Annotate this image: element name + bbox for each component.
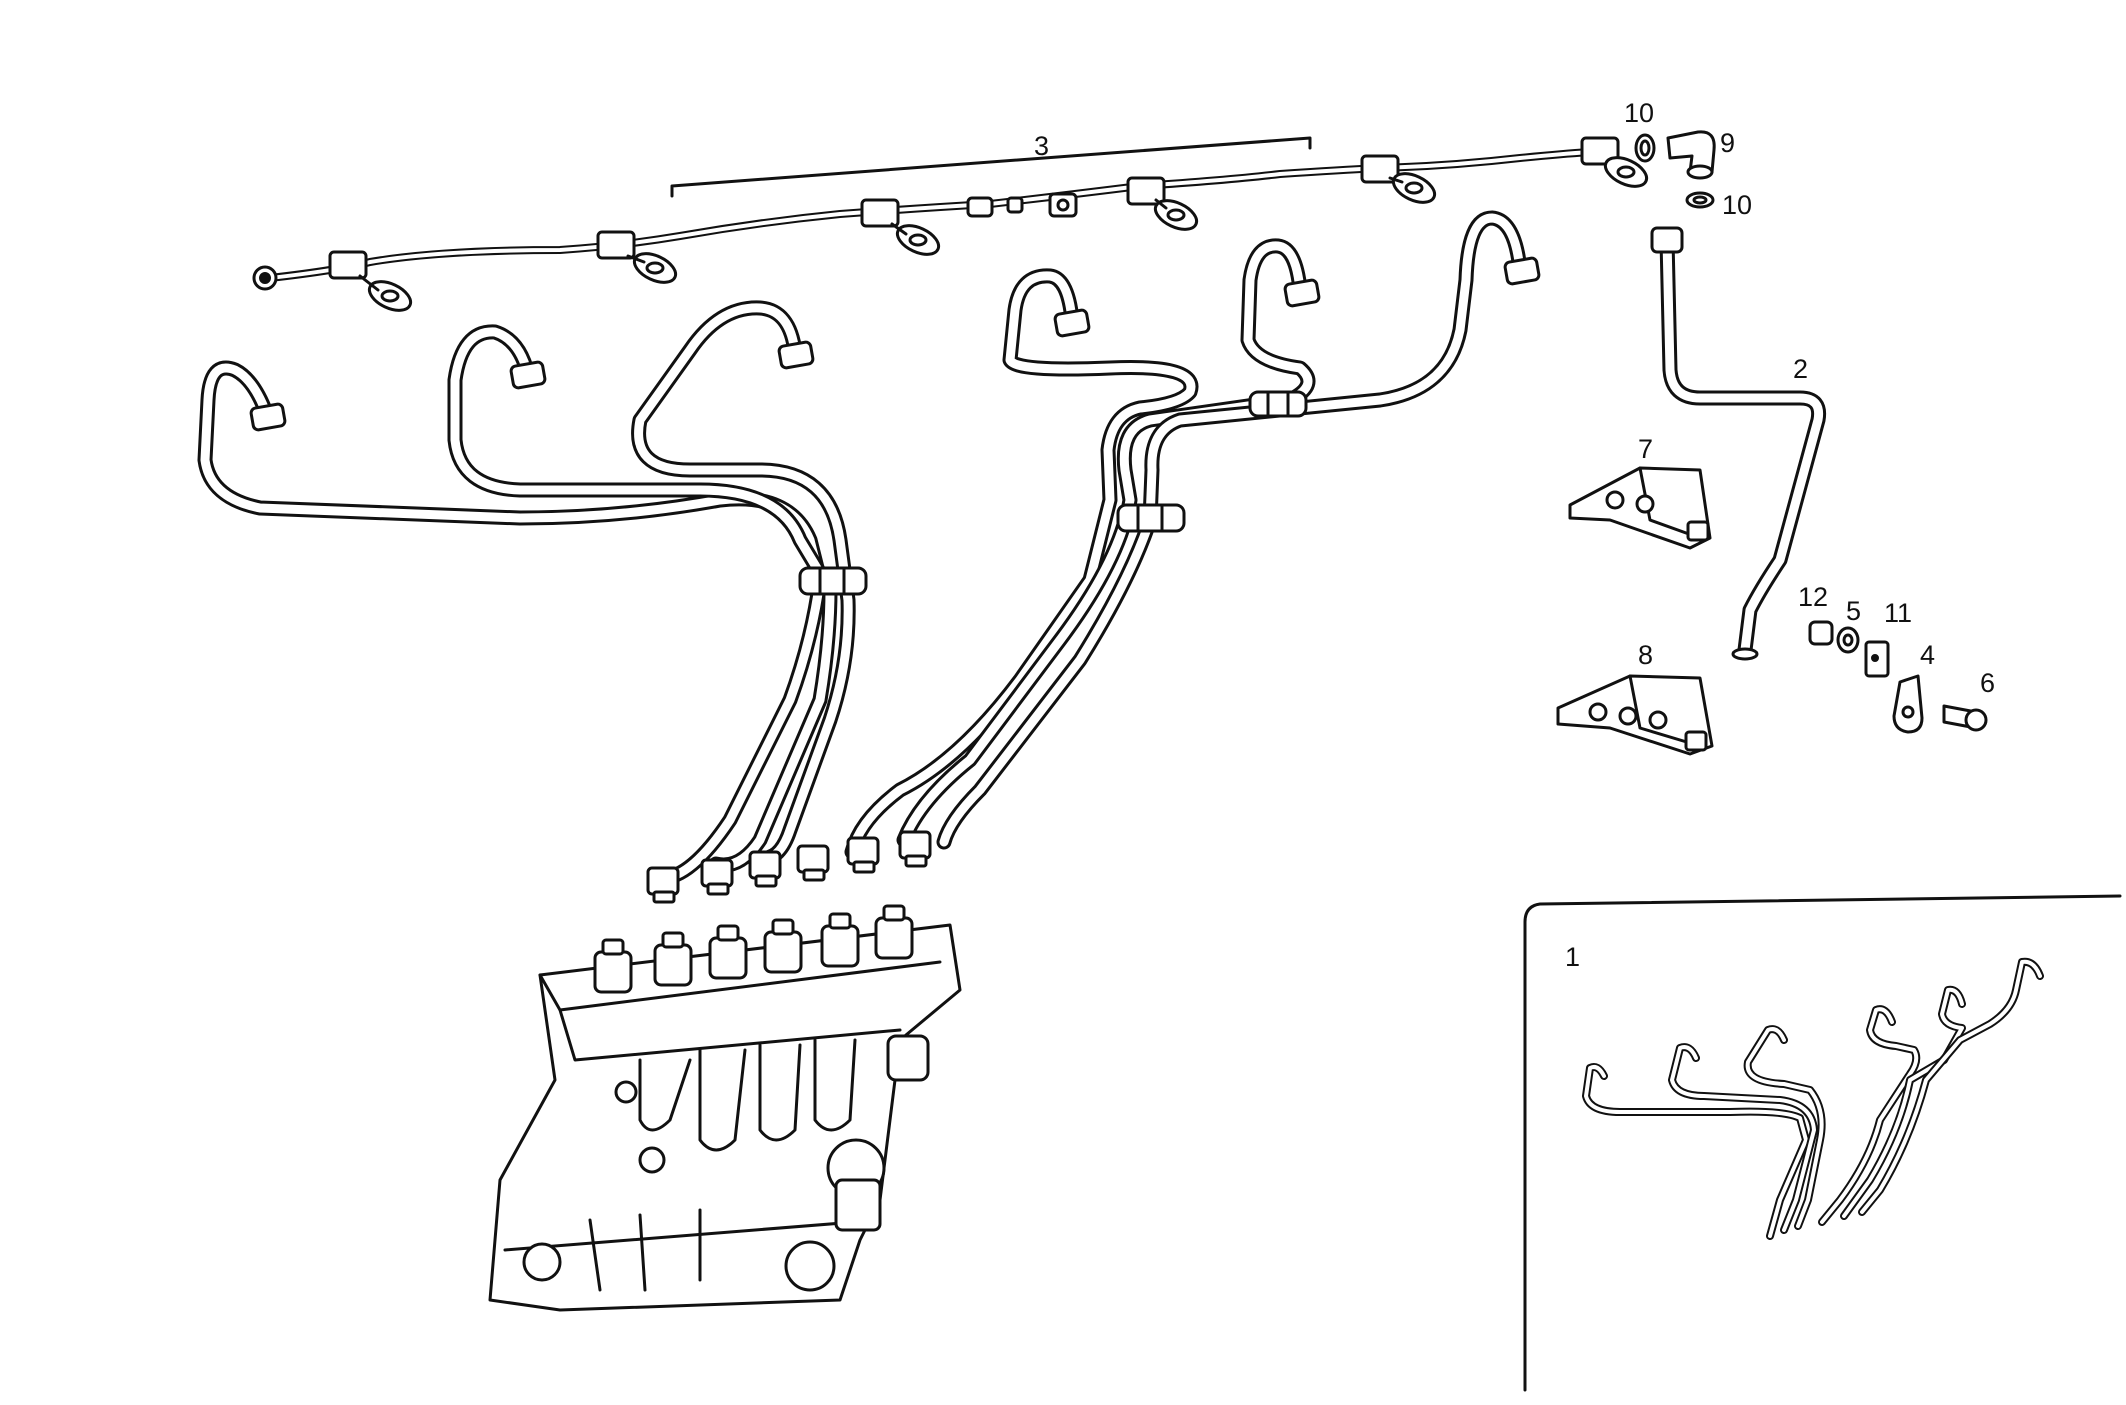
inset-panel [1523, 894, 2122, 1392]
bracket-11 [1864, 640, 1890, 678]
injector-nut [1503, 256, 1541, 286]
pump-end-nut [646, 866, 680, 904]
callout-8: 8 [1638, 640, 1653, 670]
delivery-valve [708, 924, 748, 980]
callout-5: 5 [1846, 596, 1861, 626]
bolt-6 [1942, 704, 1988, 732]
pipe-clamp [1116, 503, 1186, 533]
delivery-valve [874, 904, 914, 960]
pump-end-nut [898, 830, 932, 868]
banjo-fitting [1360, 154, 1437, 204]
callout-3: 3 [1034, 131, 1049, 161]
sealing-washer [1685, 191, 1715, 209]
union-fitting [966, 192, 1078, 218]
clip-4 [1892, 674, 1924, 734]
banjo-fitting [1580, 136, 1649, 188]
injector-nut [1283, 278, 1321, 308]
injector-nut [1053, 308, 1091, 338]
callout-10-lower: 10 [1722, 190, 1752, 220]
clamp-block-8 [1556, 674, 1714, 756]
pump-plug [784, 1240, 836, 1292]
pipe-clamp [798, 566, 868, 596]
banjo-fitting [328, 250, 413, 312]
pump-end-nut [796, 844, 830, 882]
callout-6: 6 [1980, 668, 1995, 698]
callout-2: 2 [1793, 354, 1808, 384]
clamp-block-7 [1568, 466, 1712, 550]
callout-12: 12 [1798, 582, 1828, 612]
injector-nut [509, 360, 547, 390]
leak-off-return-line [252, 136, 1649, 312]
label-3-bracket [670, 136, 1312, 198]
nut-12 [1808, 620, 1834, 646]
injector-nut [249, 402, 287, 432]
delivery-valve [593, 938, 633, 994]
delivery-valve [763, 918, 803, 974]
banjo-fitting [860, 198, 941, 256]
pump-end-nut [846, 836, 880, 874]
callout-1: 1 [1565, 942, 1580, 972]
elbow-fitting [1666, 130, 1716, 180]
pump-side-fitting [886, 1034, 930, 1082]
banjo-fitting [596, 230, 678, 284]
washer-5 [1836, 626, 1860, 654]
injector-nut [777, 340, 815, 370]
pipe-clamp [1248, 390, 1308, 418]
callout-7: 7 [1638, 434, 1653, 464]
banjo-fitting [1126, 176, 1199, 231]
delivery-valve [820, 912, 860, 968]
fuel-feed-pipe [1650, 226, 1827, 661]
inset-pipe-set [1582, 957, 2044, 1240]
sealing-washer [1634, 133, 1656, 163]
callout-11: 11 [1884, 598, 1912, 628]
callout-10-top: 10 [1624, 98, 1654, 128]
pump-end-nut [700, 858, 734, 896]
delivery-valve [653, 931, 693, 987]
end-nut [252, 265, 278, 291]
callout-9: 9 [1720, 128, 1735, 158]
callout-4: 4 [1920, 640, 1935, 670]
injection-pump [488, 904, 962, 1312]
injection-pipes [197, 210, 1541, 904]
pump-end-nut [748, 850, 782, 888]
